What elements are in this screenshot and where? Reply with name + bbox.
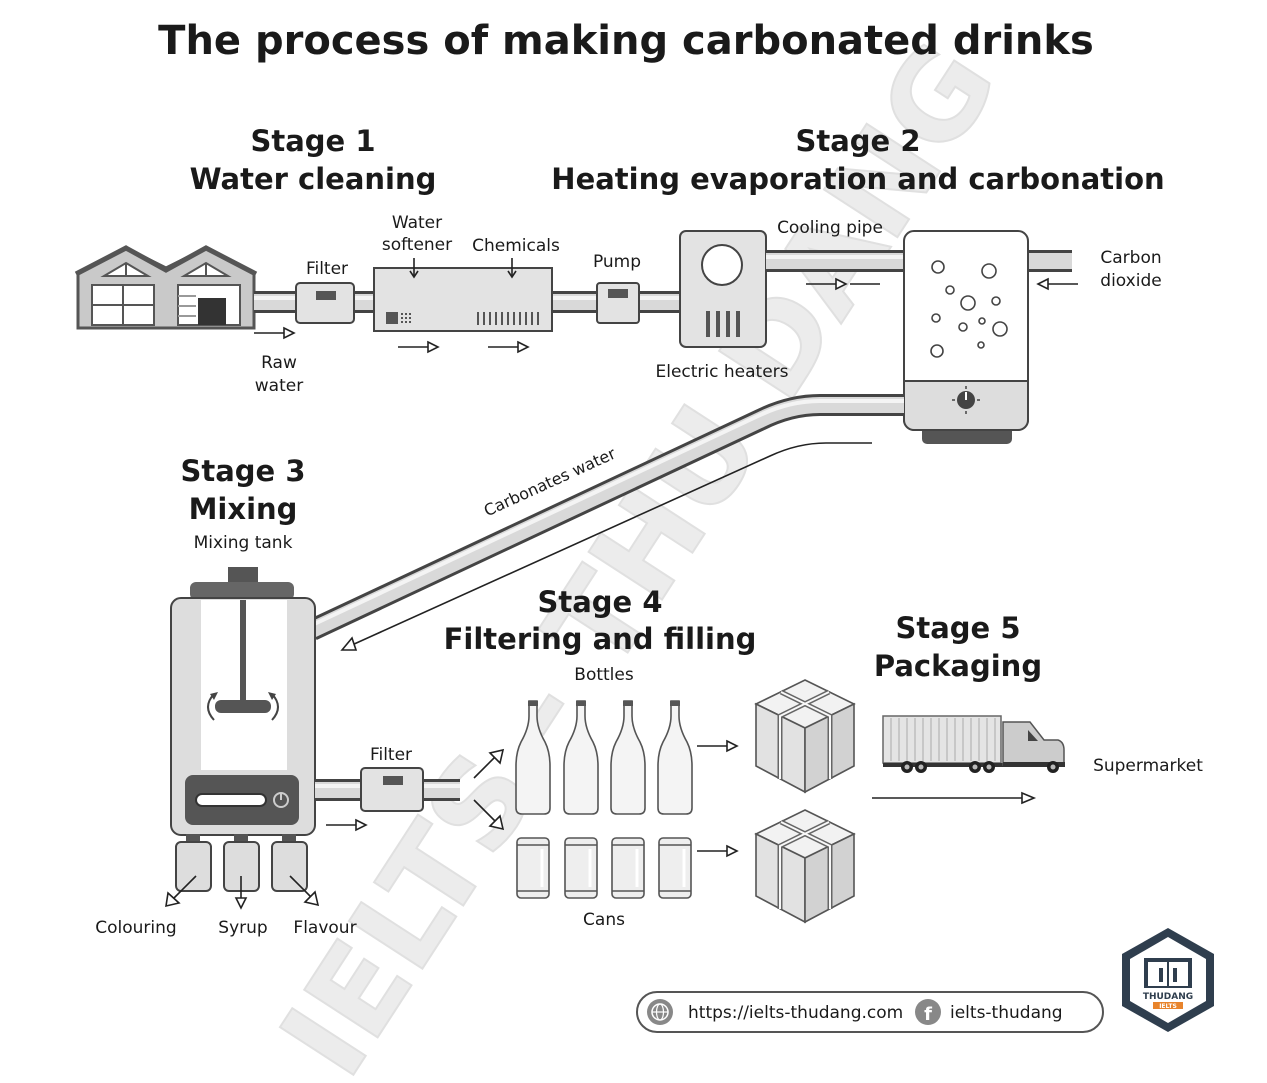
stage-4-name: Filtering and filling (444, 622, 757, 656)
electric-heaters-label: Electric heaters (655, 362, 788, 382)
book-logo-icon: THUDANG IELTS (1122, 928, 1214, 1032)
electric-heater (679, 230, 767, 348)
can-icon (611, 837, 645, 899)
fill-to-box-arrows (697, 739, 739, 858)
carbonation-tank (903, 230, 1029, 444)
stage-1-number: Stage 1 (250, 124, 375, 158)
water-softener-unit (373, 267, 553, 332)
diagram-title: The process of making carbonated drinks (158, 18, 1094, 64)
bottle-icon (657, 700, 693, 815)
mixing-tank-label: Mixing tank (194, 533, 293, 553)
boxes-group (754, 679, 856, 924)
syrup-label: Syrup (218, 918, 267, 938)
cooling-flow-arrow (806, 277, 880, 291)
carbonated-water-arrow (340, 442, 872, 651)
delivery-arrow (872, 791, 1037, 805)
co2-arrow (1036, 277, 1078, 291)
stage-2-name: Heating evaporation and carbonation (551, 162, 1164, 196)
flow-arrow-to-filter (326, 818, 368, 832)
flow-arrows-stage-1 (254, 326, 530, 354)
bottle-icon (515, 700, 551, 815)
box-icon (754, 809, 856, 924)
water-softener-label-1: Water (392, 213, 442, 233)
cooling-pipe (766, 250, 906, 272)
warehouse-icon (74, 245, 258, 330)
footer-links: https://ielts-thudang.com f ielts-thudan… (636, 991, 1104, 1033)
cans-label: Cans (583, 910, 625, 930)
stage-5-name: Packaging (874, 649, 1042, 683)
stage-1-name: Water cleaning (190, 162, 437, 196)
globe-icon (647, 999, 673, 1025)
stage-3-number: Stage 3 (180, 454, 305, 488)
colouring-label: Colouring (95, 918, 176, 938)
can-icon (516, 837, 550, 899)
bottles-group (515, 700, 693, 815)
cooling-pipe-label: Cooling pipe (777, 218, 883, 238)
supermarket-label: Supermarket (1093, 756, 1203, 776)
chemicals-label: Chemicals (472, 236, 560, 256)
additive-arrows (165, 875, 320, 910)
stage-4-number: Stage 4 (537, 585, 662, 619)
carbon-dioxide-label-2: dioxide (1100, 271, 1161, 291)
logo-text: THUDANG (1143, 992, 1193, 1002)
bottles-label: Bottles (574, 665, 634, 685)
can-icon (658, 837, 692, 899)
bottle-icon (563, 700, 599, 815)
bottle-icon (610, 700, 646, 815)
cans-group (516, 837, 692, 899)
softener-pointer-arrows (409, 258, 517, 279)
pump (596, 282, 640, 324)
mixing-tank (170, 567, 316, 892)
facebook-link[interactable]: ielts-thudang (950, 1003, 1063, 1023)
flavour-label: Flavour (293, 918, 356, 938)
filter-2 (360, 767, 424, 812)
logo-sub: IELTS (1159, 1003, 1177, 1010)
truck-icon (882, 715, 1065, 773)
can-icon (564, 837, 598, 899)
raw-water-label-1: Raw (261, 353, 297, 373)
raw-water-label-2: water (255, 376, 303, 396)
carbon-dioxide-label-1: Carbon (1100, 248, 1161, 268)
stage-5-number: Stage 5 (895, 611, 1020, 645)
svg-text:f: f (924, 1004, 932, 1025)
split-arrows (473, 748, 505, 831)
pump-label: Pump (593, 252, 641, 272)
website-link[interactable]: https://ielts-thudang.com (688, 1003, 903, 1023)
carbonated-water-pipe (307, 394, 904, 640)
stage-3-name: Mixing (189, 492, 298, 526)
water-softener-label-2: softener (382, 235, 452, 255)
filter-1 (295, 282, 355, 324)
box-icon (754, 679, 856, 794)
facebook-icon: f (915, 999, 941, 1025)
filter-2-label: Filter (370, 745, 412, 765)
filter-1-label: Filter (306, 259, 348, 279)
stage-2-number: Stage 2 (795, 124, 920, 158)
